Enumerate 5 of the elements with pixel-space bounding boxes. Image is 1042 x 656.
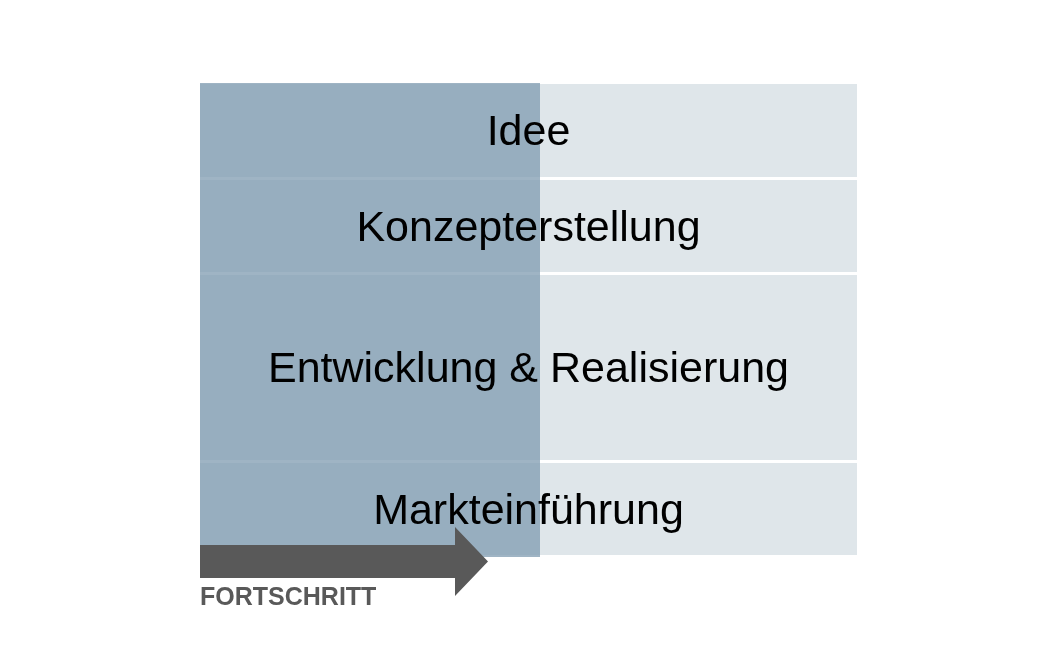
phase-label: Markteinführung <box>373 484 684 534</box>
progress-label: FORTSCHRITT <box>200 582 377 611</box>
phase-label: Idee <box>486 106 571 155</box>
phase-label: Entwicklung & Realisierung <box>267 343 789 392</box>
phase-label: Konzepterstellung <box>356 201 701 251</box>
